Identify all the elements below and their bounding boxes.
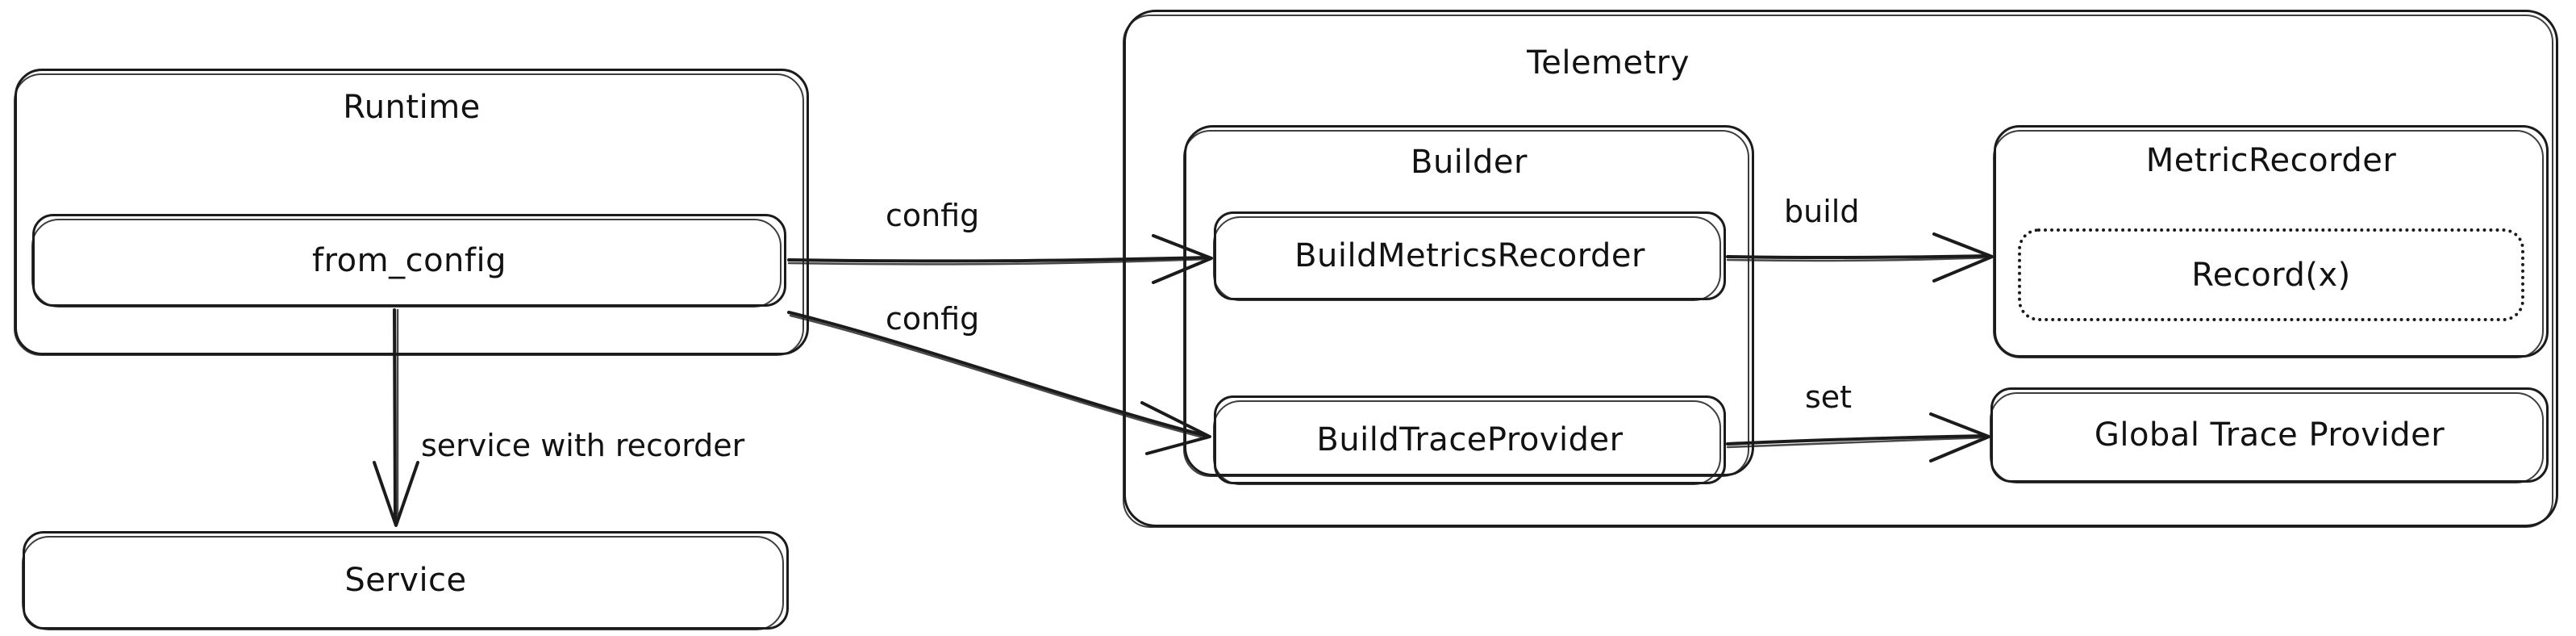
- node-global-trace-provider[interactable]: Global Trace Provider: [1990, 387, 2549, 483]
- edge-label-build: build: [1784, 194, 1860, 229]
- node-runtime-label: Runtime: [343, 89, 481, 126]
- node-service[interactable]: Service: [22, 531, 789, 630]
- node-metric-recorder-label: MetricRecorder: [2145, 142, 2397, 179]
- node-telemetry-label: Telemetry: [1527, 44, 1690, 82]
- edge-label-service-with-recorder: service with recorder: [421, 428, 745, 463]
- node-build-trace-provider-label: BuildTraceProvider: [1316, 421, 1624, 458]
- node-record-x[interactable]: Record(x): [2018, 228, 2524, 321]
- node-from-config-label: from_config: [312, 241, 506, 279]
- node-runtime[interactable]: Runtime: [14, 69, 809, 356]
- node-record-x-label: Record(x): [2191, 256, 2351, 294]
- node-from-config[interactable]: from_config: [31, 214, 786, 308]
- node-build-trace-provider[interactable]: BuildTraceProvider: [1213, 395, 1726, 485]
- node-builder-label: Builder: [1411, 144, 1528, 181]
- edge-label-set: set: [1805, 379, 1853, 415]
- node-service-label: Service: [344, 562, 467, 599]
- edge-label-config-trace: config: [886, 301, 980, 337]
- node-build-metrics-recorder-label: BuildMetricsRecorder: [1294, 237, 1645, 274]
- edge-label-config-metrics: config: [886, 198, 980, 233]
- node-build-metrics-recorder[interactable]: BuildMetricsRecorder: [1213, 211, 1726, 301]
- node-global-trace-provider-label: Global Trace Provider: [2094, 416, 2445, 454]
